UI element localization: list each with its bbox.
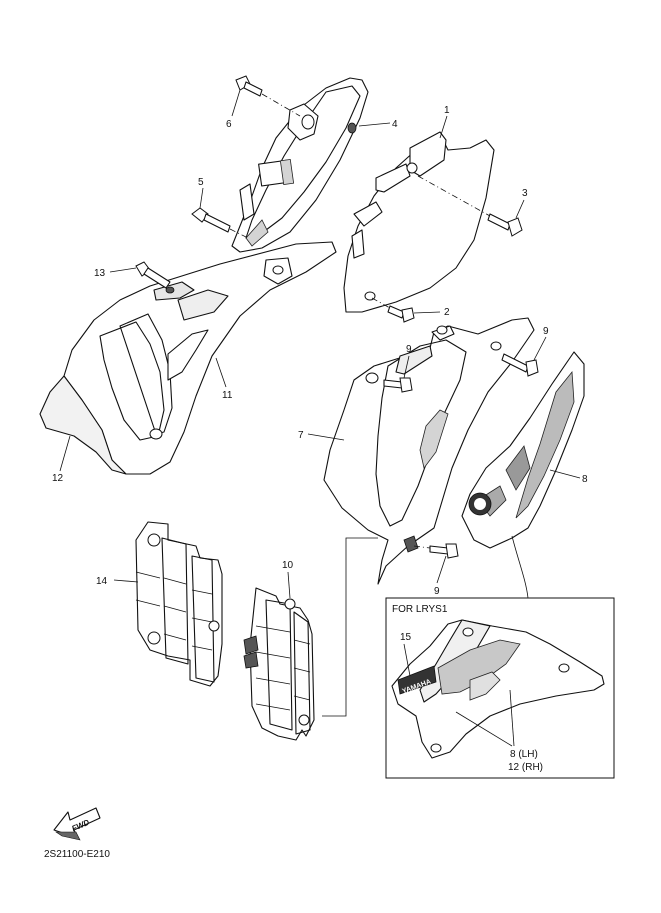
part-3-bolt xyxy=(487,213,523,237)
part-9-bolt-upper-right xyxy=(501,353,539,377)
label-part-9-c: 9 xyxy=(434,586,440,597)
label-part-8: 8 xyxy=(582,474,588,485)
leader-part-1 xyxy=(439,115,448,139)
leader-inset-8b xyxy=(509,689,515,747)
leader-part-9-a xyxy=(533,336,547,361)
label-part-6: 6 xyxy=(226,119,232,130)
part-13-bolt xyxy=(135,261,171,289)
part-11-shroud-left xyxy=(63,241,337,475)
part-12-shroud-inner xyxy=(39,375,127,475)
part-9-bolt-lower xyxy=(429,543,459,559)
label-part-3: 3 xyxy=(522,188,528,199)
inset-label-lh: 8 (LH) xyxy=(510,749,538,760)
leader-part-9-c xyxy=(436,555,447,584)
label-part-4: 4 xyxy=(392,119,398,130)
leader-part-11 xyxy=(215,357,227,388)
part-14-radiator-guard xyxy=(135,521,223,687)
leader-inset-8a xyxy=(455,711,513,747)
part-7-shroud-right xyxy=(323,317,535,585)
part-4-side-cover-bracket xyxy=(231,77,369,253)
leader-part-3 xyxy=(515,199,525,219)
part-1-side-panel xyxy=(343,131,495,313)
leader-part-13 xyxy=(109,267,137,273)
leader-part-15 xyxy=(403,643,411,677)
label-part-9-b: 9 xyxy=(406,344,412,355)
label-part-14: 14 xyxy=(96,576,108,587)
leader-part-12 xyxy=(59,435,71,472)
fwd-arrow-icon: FWD xyxy=(53,807,101,841)
inset-connector xyxy=(511,535,529,599)
leader-part-2 xyxy=(413,311,441,314)
inset-shroud xyxy=(391,619,605,759)
label-part-1: 1 xyxy=(444,105,450,116)
part-10-radiator-guard xyxy=(243,587,315,741)
leader-part-14 xyxy=(113,579,139,583)
leader-part-8 xyxy=(549,469,581,479)
part-2-bolt xyxy=(387,305,415,323)
leader-part-10 xyxy=(287,571,291,599)
label-part-2: 2 xyxy=(444,307,450,318)
label-part-5: 5 xyxy=(198,177,204,188)
axis-part-3 xyxy=(417,175,491,217)
label-part-11: 11 xyxy=(222,390,233,401)
label-part-7: 7 xyxy=(298,430,304,441)
assembly-bracket-line xyxy=(322,537,378,717)
leader-part-7 xyxy=(307,433,345,441)
leader-part-4 xyxy=(358,122,391,127)
axis-part-9-lower xyxy=(413,545,431,549)
part-5-bolt xyxy=(191,207,231,233)
axis-part-5 xyxy=(229,228,249,239)
diagram-code: 2S21100-E210 xyxy=(44,849,110,860)
leader-part-6 xyxy=(231,89,241,117)
part-9-bolt-upper-left xyxy=(383,377,413,393)
part-8-decal xyxy=(461,351,585,549)
label-part-12: 12 xyxy=(52,473,64,484)
label-part-9-a: 9 xyxy=(543,326,549,337)
inset-title: FOR LRYS1 xyxy=(392,604,448,615)
leader-part-9-b xyxy=(403,355,410,379)
label-part-10: 10 xyxy=(282,560,294,571)
leader-part-5 xyxy=(199,187,204,209)
label-part-15: 15 xyxy=(400,632,412,643)
label-part-13: 13 xyxy=(94,268,106,279)
part-6-bolt xyxy=(235,75,263,97)
inset-label-rh: 12 (RH) xyxy=(508,762,543,773)
axis-part-2 xyxy=(371,297,391,309)
